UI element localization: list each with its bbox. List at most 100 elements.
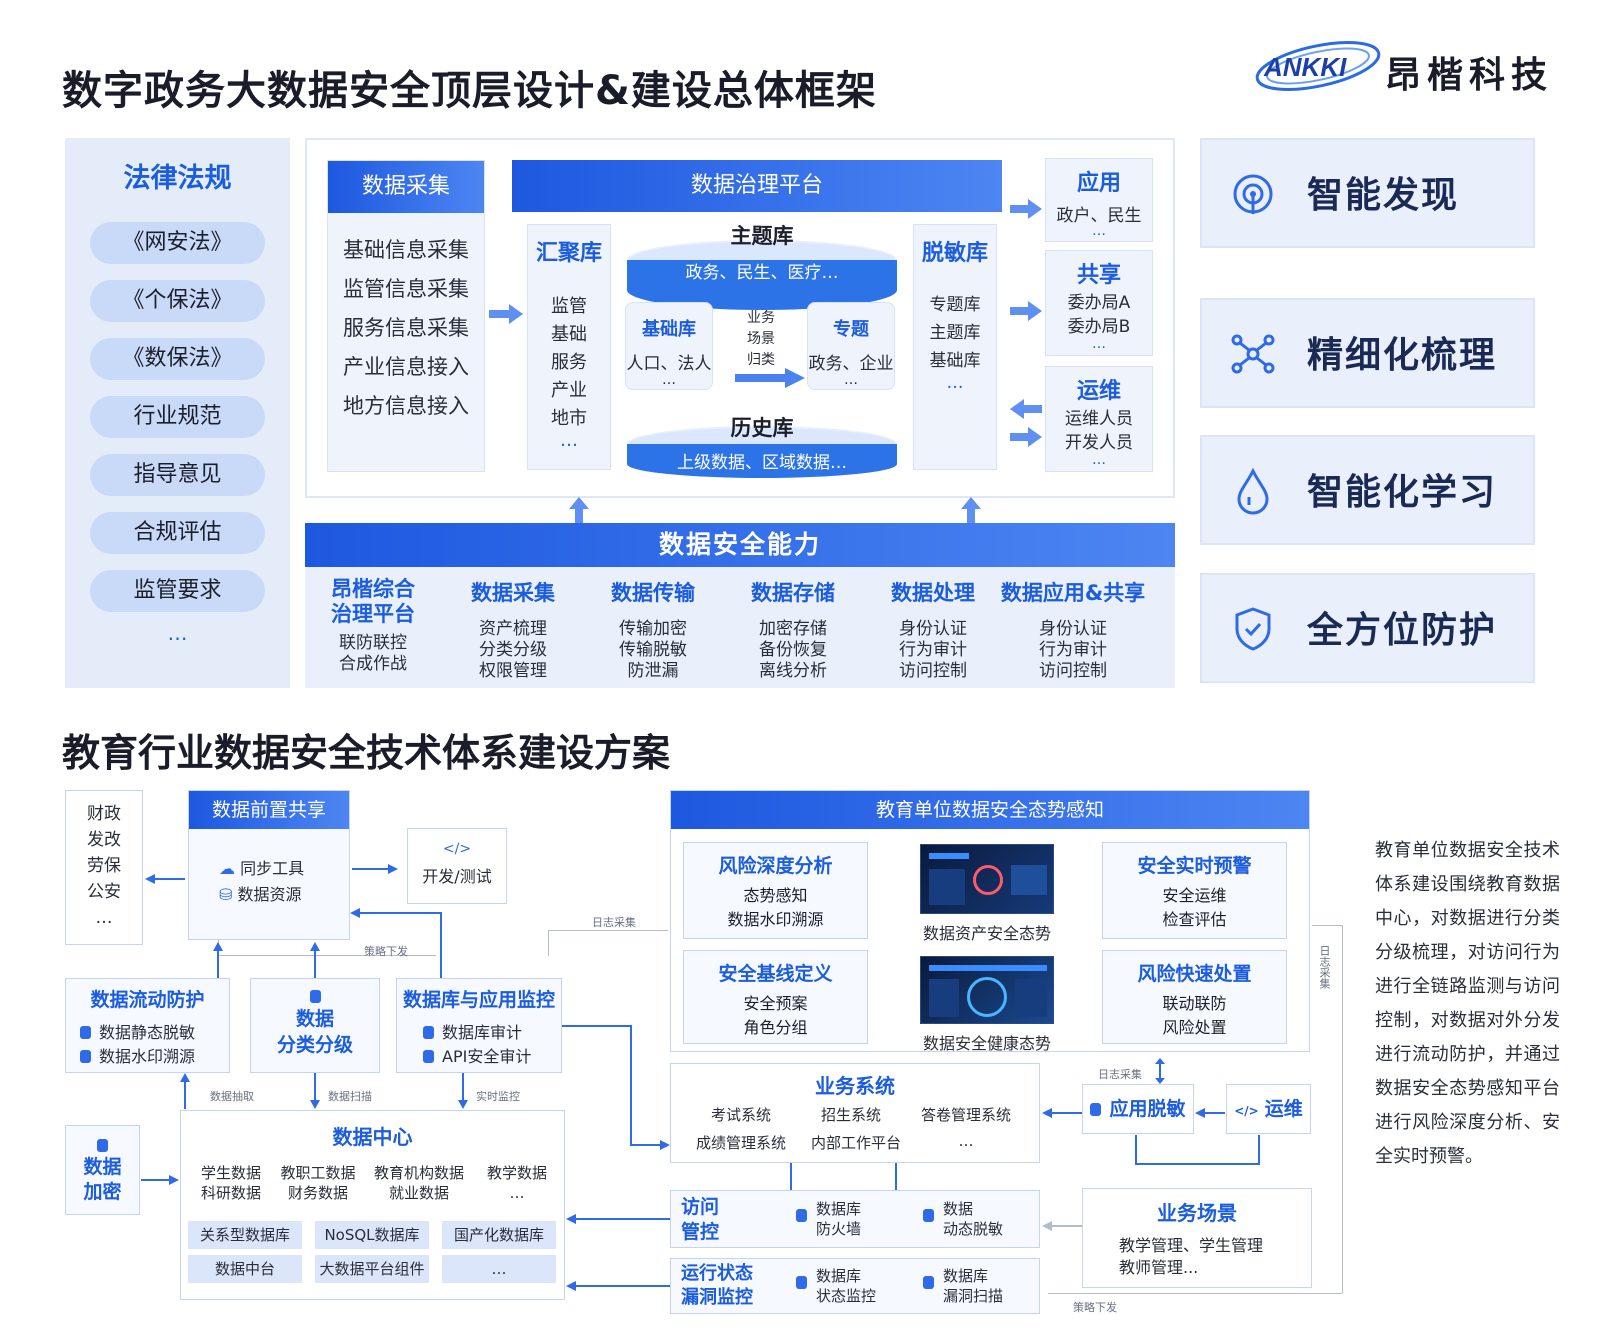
database-icon [796, 1276, 807, 1289]
dept-item: 公安 [87, 882, 121, 902]
ops-box[interactable]: </>运维 [1226, 1084, 1311, 1134]
dc-item: 教职工数据 [280, 1164, 356, 1182]
app-desens-box[interactable]: 应用脱敏 [1082, 1084, 1194, 1134]
ankki-logo: ANKKI [1250, 36, 1550, 96]
feature-card: 智能发现 [1200, 138, 1535, 248]
gather-item: 服务 [551, 352, 587, 373]
arrow-up-icon [569, 497, 589, 523]
share-title: 共享 [1076, 263, 1121, 288]
feature-label: 智能化学习 [1307, 472, 1498, 513]
risk-analysis-item: 数据水印溯源 [727, 910, 824, 929]
apply-more: … [1092, 223, 1106, 239]
connector-line [1258, 1135, 1260, 1165]
risk-analysis-item: 态势感知 [743, 886, 808, 905]
arrow-left-icon [1042, 1108, 1082, 1118]
cap-item: 传输脱敏 [619, 640, 687, 660]
devtest-box: </> 开发/测试 [407, 828, 507, 904]
dept-item: 劳保 [87, 856, 121, 876]
arrow-right-icon [1010, 301, 1042, 321]
feature-label: 精细化梳理 [1307, 335, 1498, 376]
shield-icon [1235, 607, 1271, 651]
runtime-item: 数据库 [943, 1267, 989, 1285]
db-chip: 数据中台 [188, 1255, 302, 1283]
connector-line [1312, 925, 1342, 926]
apply-box: 应用 政户、民生 … [1045, 158, 1153, 242]
collect-item: 服务信息采集 [343, 316, 469, 340]
collect-title: 数据采集 [328, 161, 484, 213]
database-icon [923, 1276, 934, 1289]
share-item: 委办局A [1067, 293, 1131, 313]
biz-system-item: 成绩管理系统 [695, 1134, 786, 1152]
section-title: 教育行业数据安全技术体系建设方案 [62, 731, 671, 775]
connector-line [1342, 925, 1343, 1293]
capability-col: 数据采集 资产梳理分类分级权限管理 [453, 577, 573, 682]
desens-box: 脱敏库 专题库 主题库 基础库 … [913, 224, 997, 470]
front-share-box: 数据前置共享 ☁ 同步工具 ⛁ 数据资源 [188, 790, 350, 940]
warning-item: 安全运维 [1162, 886, 1227, 905]
capability-col: 数据应用&共享 身份认证行为审计访问控制 [993, 577, 1153, 682]
cap-item: 身份认证 [899, 619, 967, 639]
arrow-right-icon [630, 1140, 670, 1150]
arrow-left-icon [1195, 1108, 1225, 1118]
share-more: … [1092, 336, 1106, 352]
cap-item: 合成作战 [339, 654, 407, 674]
description-text: 教育单位数据安全技术体系建设围绕教育数据中心，对数据进行分类分级梳理，对访问行为… [1375, 840, 1560, 1167]
access-title: 管控 [681, 1221, 720, 1243]
biz-scene-box: 业务场景 教学管理、学生管理教师管理... [1082, 1188, 1312, 1288]
biz-system-item: 答卷管理系统 [920, 1106, 1011, 1124]
classify-title: 分类分级 [276, 1034, 353, 1056]
connector-line [790, 1163, 792, 1191]
access-item: 数据 [943, 1200, 974, 1218]
capability-col: 数据存储 加密存储备份恢复离线分析 [733, 577, 853, 682]
gather-item: 基础 [551, 324, 587, 345]
cap-title: 数据存储 [751, 581, 835, 605]
db-chip: 关系型数据库 [188, 1221, 302, 1249]
history-lib-sub: 上级数据、区域数据… [677, 453, 847, 473]
topic-lib-more: … [844, 372, 858, 388]
gather-box: 汇聚库 监管 基础 服务 产业 地市 … [527, 224, 611, 470]
biz-system-title: 业务系统 [815, 1074, 895, 1098]
db-monitor-title: 数据库与应用监控 [402, 989, 555, 1011]
dc-item: 科研数据 [200, 1184, 261, 1202]
front-share-item: 同步工具 [240, 859, 305, 878]
db-monitor-box: 数据库与应用监控 数据库审计 API安全审计 [396, 978, 562, 1073]
arrow-up-icon [961, 497, 981, 523]
connector-line [440, 912, 442, 978]
gather-item: 产业 [551, 380, 587, 401]
arrow-right-icon [352, 864, 398, 874]
disposal-item: 风险处置 [1162, 1018, 1227, 1037]
governance-title: 数据治理平台 [512, 160, 1002, 212]
dc-item: 就业数据 [388, 1184, 449, 1202]
feature-label: 全方位防护 [1307, 610, 1498, 651]
database-icon [923, 1209, 934, 1222]
capability-col: 数据处理 身份认证行为审计访问控制 [873, 577, 993, 682]
access-item: 数据库 [816, 1200, 862, 1218]
arrow-updown-icon [1155, 1058, 1165, 1084]
policy-issue-label-2: 策略下发 [1073, 1301, 1117, 1314]
awareness-title: 教育单位数据安全态势感知 [671, 791, 1309, 829]
policy-issue-label: 策略下发 [364, 945, 408, 958]
law-item: 指导意见 [90, 454, 265, 496]
laws-panel: 法律法规 《网安法》 《个保法》 《数保法》 行业规范 指导意见 合规评估 监管… [65, 138, 290, 688]
cap-item: 防泄漏 [627, 661, 679, 681]
capability-col: 昂楷综合治理平台 联防联控合成作战 [313, 577, 433, 675]
db-monitor-item: 数据库审计 [442, 1023, 523, 1042]
database-icon [97, 1139, 108, 1152]
law-item: 合规评估 [90, 512, 265, 554]
dc-item: 财务数据 [287, 1184, 348, 1202]
theme-lib-sub: 政务、民生、医疗… [685, 263, 839, 283]
connector-line [218, 955, 436, 956]
data-center-box: 数据中心 学生数据科研数据 教职工数据财务数据 教育机构数据就业数据 教学数据…… [180, 1110, 565, 1300]
runtime-title: 运行状态 [681, 1263, 753, 1284]
screen-caption: 数据资产安全态势 [922, 924, 1051, 943]
dc-item: 教学数据 [486, 1164, 547, 1182]
database-icon [309, 990, 321, 1003]
collect-item: 产业信息接入 [343, 355, 469, 379]
desens-title: 脱敏库 [921, 241, 988, 266]
biz-scene-title: 业务场景 [1157, 1201, 1237, 1225]
arrow-left-icon [145, 874, 185, 884]
code-icon: </> [442, 841, 472, 857]
biz-system-item: 内部工作平台 [810, 1134, 901, 1152]
cap-item: 离线分析 [759, 661, 827, 681]
cap-item: 身份认证 [1039, 619, 1107, 639]
